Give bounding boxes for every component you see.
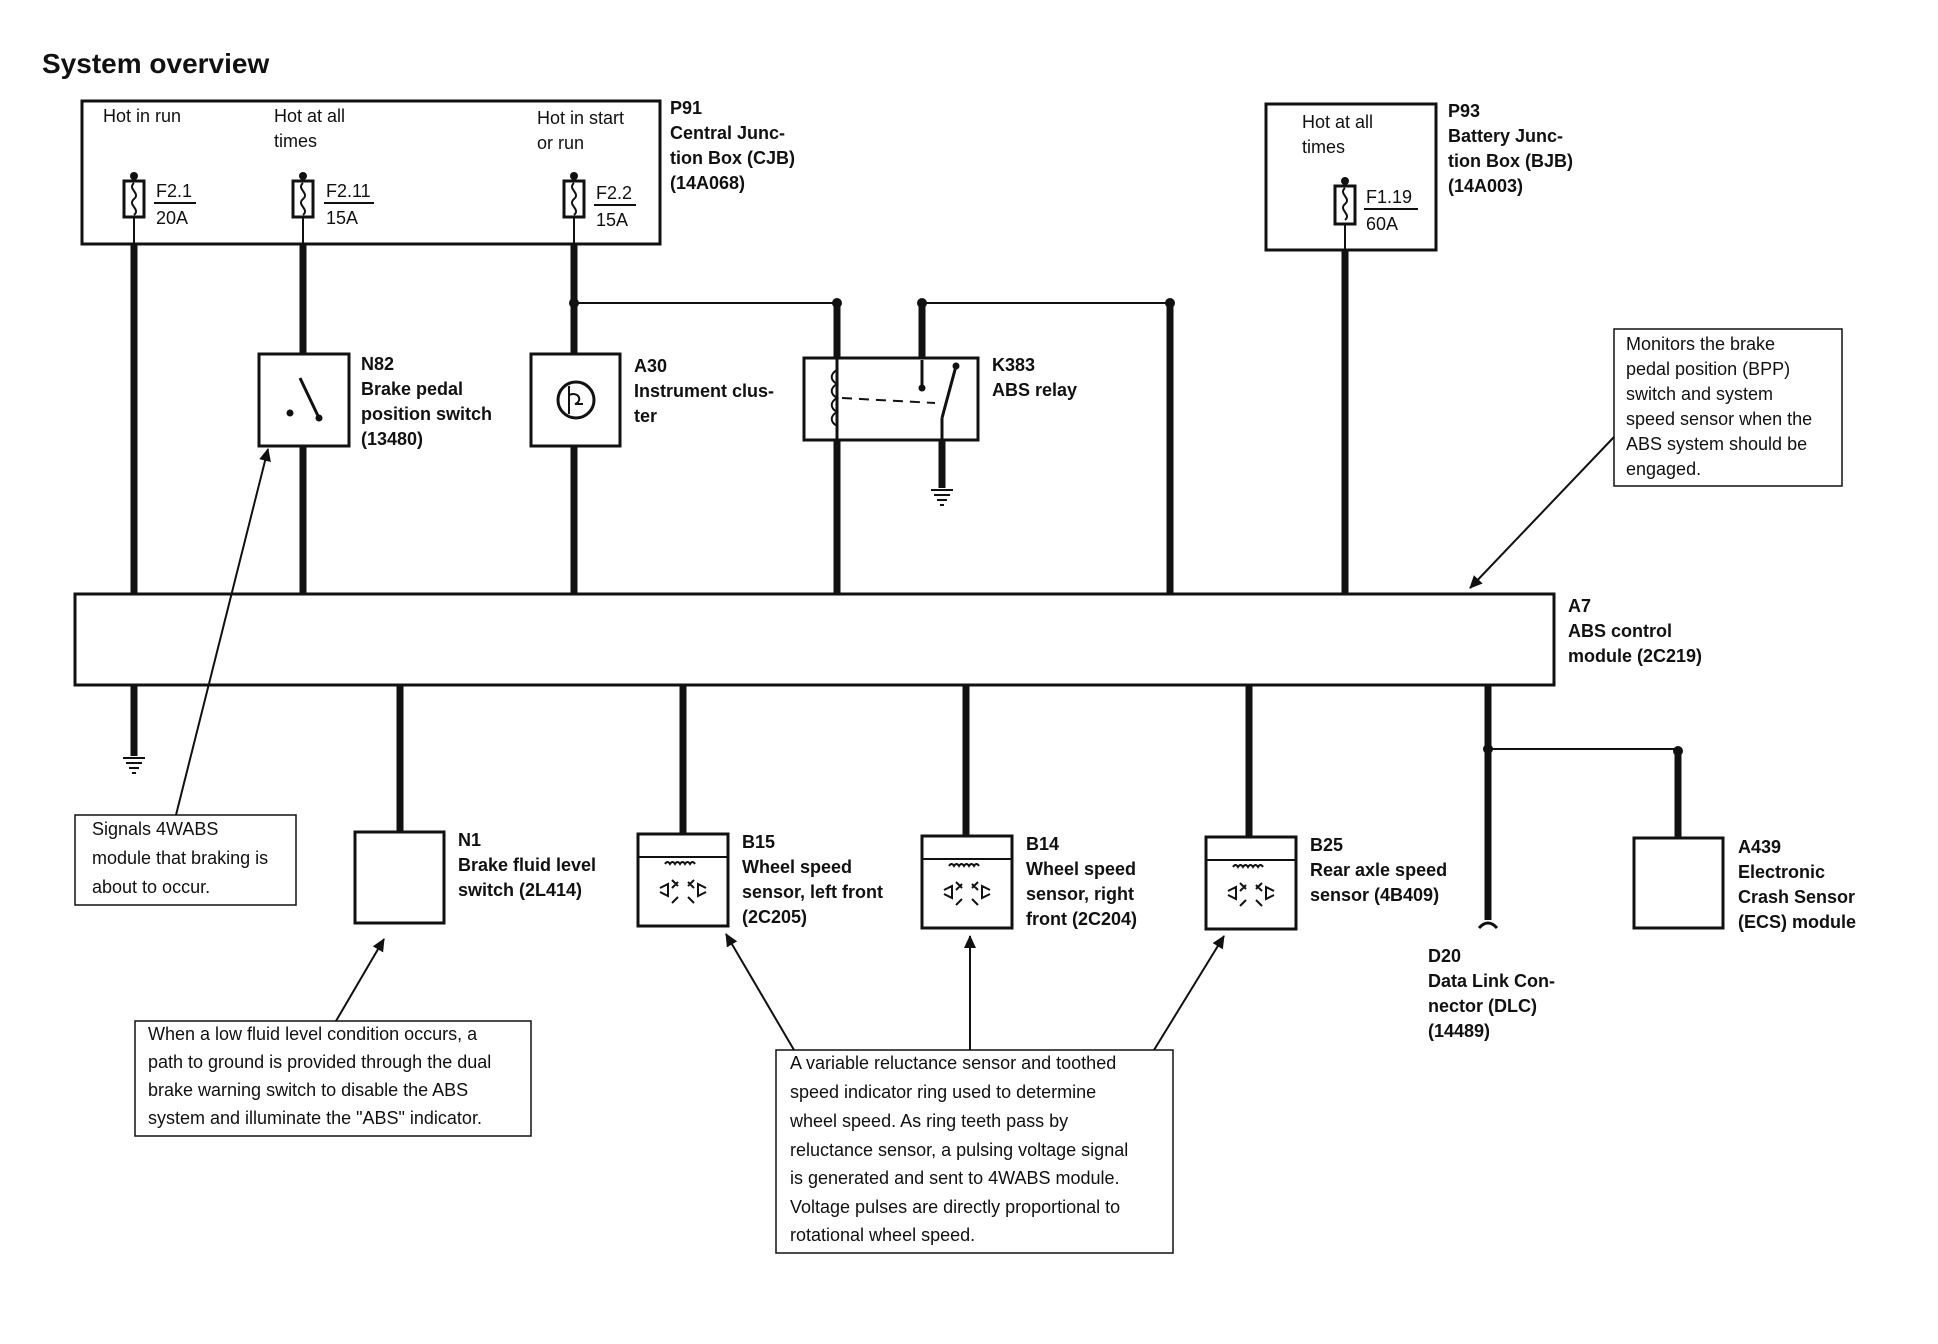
- fuse-f2-1-name: F2.1: [156, 181, 192, 201]
- cjb-frame: [80, 99, 662, 246]
- abs-relay: [802, 303, 980, 506]
- page-title: System overview: [42, 48, 269, 79]
- k383-label: K383 ABS relay: [992, 355, 1077, 400]
- fuse-f2-2-name: F2.2: [596, 183, 632, 203]
- note-bpp-monitor: Monitors the brake pedal position (BPP) …: [1469, 328, 1843, 589]
- sensor-coil-icon: [1232, 864, 1264, 869]
- fuse-f2-1: F2.1 20A: [122, 172, 196, 244]
- sensor-coil-icon: [948, 863, 980, 868]
- n82-frame: [257, 352, 351, 448]
- n82-label: N82 Brake pedal position switch (13480): [361, 354, 497, 449]
- cjb-col2-caption: Hot at all times: [274, 106, 350, 151]
- abs-control-module: [73, 592, 1556, 687]
- a30-label: A30 Instrument clus- ter: [634, 356, 779, 426]
- central-junction-box: Hot in run Hot at all times Hot in start…: [80, 99, 662, 246]
- fuse-f1-19-rating: 60A: [1366, 214, 1398, 234]
- note-bpp-monitor-text: Monitors the brake pedal position (BPP) …: [1626, 334, 1817, 479]
- b15-label: B15 Wheel speed sensor, left front (2C20…: [742, 832, 888, 927]
- wheel-speed-sensor-right-front: [920, 834, 1014, 930]
- bjb-frame: [1264, 102, 1438, 252]
- n1-label: N1 Brake fluid level switch (2L414): [458, 830, 601, 900]
- note-signals: Signals 4WABS module that braking is abo…: [74, 448, 297, 906]
- electronic-crash-sensor-module: [1632, 836, 1725, 930]
- toothed-ring-icon: [943, 881, 991, 906]
- rear-axle-speed-sensor: [1204, 835, 1298, 931]
- fuse-f2-1-rating: 20A: [156, 208, 188, 228]
- fuse-f2-11-rating: 15A: [326, 208, 358, 228]
- b25-label: B25 Rear axle speed sensor (4B409): [1310, 835, 1452, 905]
- fuse-f2-11: F2.11 15A: [291, 172, 374, 244]
- fuse-f2-2-rating: 15A: [596, 210, 628, 230]
- toothed-ring-icon: [1227, 882, 1275, 907]
- fuse-f2-11-name: F2.11: [326, 181, 371, 201]
- brake-pedal-position-switch: [257, 352, 351, 448]
- sensor-coil-icon: [664, 861, 696, 866]
- bjb-caption: Hot at all times: [1302, 112, 1378, 157]
- fuse-f1-19-name: F1.19: [1366, 187, 1412, 207]
- b14-label: B14 Wheel speed sensor, right front (2C2…: [1026, 834, 1141, 929]
- note-low-fluid-level: When a low fluid level condition occurs,…: [134, 938, 532, 1137]
- note-variable-reluctance-sensor-text: A variable reluctance sensor and toothed…: [789, 1053, 1133, 1245]
- a30-frame: [529, 352, 622, 448]
- dlc-connector-symbol: [1477, 921, 1499, 930]
- instrument-cluster: [529, 352, 622, 448]
- lower-wires: [123, 685, 1683, 930]
- d20-label: D20 Data Link Con- nector (DLC) (14489): [1428, 946, 1560, 1041]
- note-signals-text: Signals 4WABS module that braking is abo…: [92, 819, 273, 897]
- battery-junction-box: Hot at all times: [1264, 102, 1438, 252]
- cjb-col1-caption: Hot in run: [103, 106, 181, 126]
- fuse-f2-2: F2.2 15A: [562, 172, 636, 244]
- k383-frame: [802, 356, 980, 442]
- fuse-f1-19: F1.19 60A: [1333, 177, 1418, 250]
- note-low-fluid-level-text: When a low fluid level condition occurs,…: [148, 1024, 496, 1128]
- cjb-label: P91 Central Junc- tion Box (CJB) (14A068…: [670, 98, 800, 193]
- note-variable-reluctance-sensor: A variable reluctance sensor and toothed…: [725, 933, 1225, 1254]
- brake-fluid-level-switch: [353, 830, 446, 925]
- upper-wires: [130, 244, 1349, 600]
- a439-label: A439 Electronic Crash Sensor (ECS) modul…: [1738, 837, 1860, 932]
- toothed-ring-icon: [659, 879, 707, 904]
- cjb-col3-caption: Hot in start or run: [537, 108, 629, 153]
- wheel-speed-sensor-left-front: [636, 832, 730, 928]
- bjb-label: P93 Battery Junc- tion Box (BJB) (14A003…: [1448, 101, 1578, 196]
- a7-label: A7 ABS control module (2C219): [1568, 596, 1702, 666]
